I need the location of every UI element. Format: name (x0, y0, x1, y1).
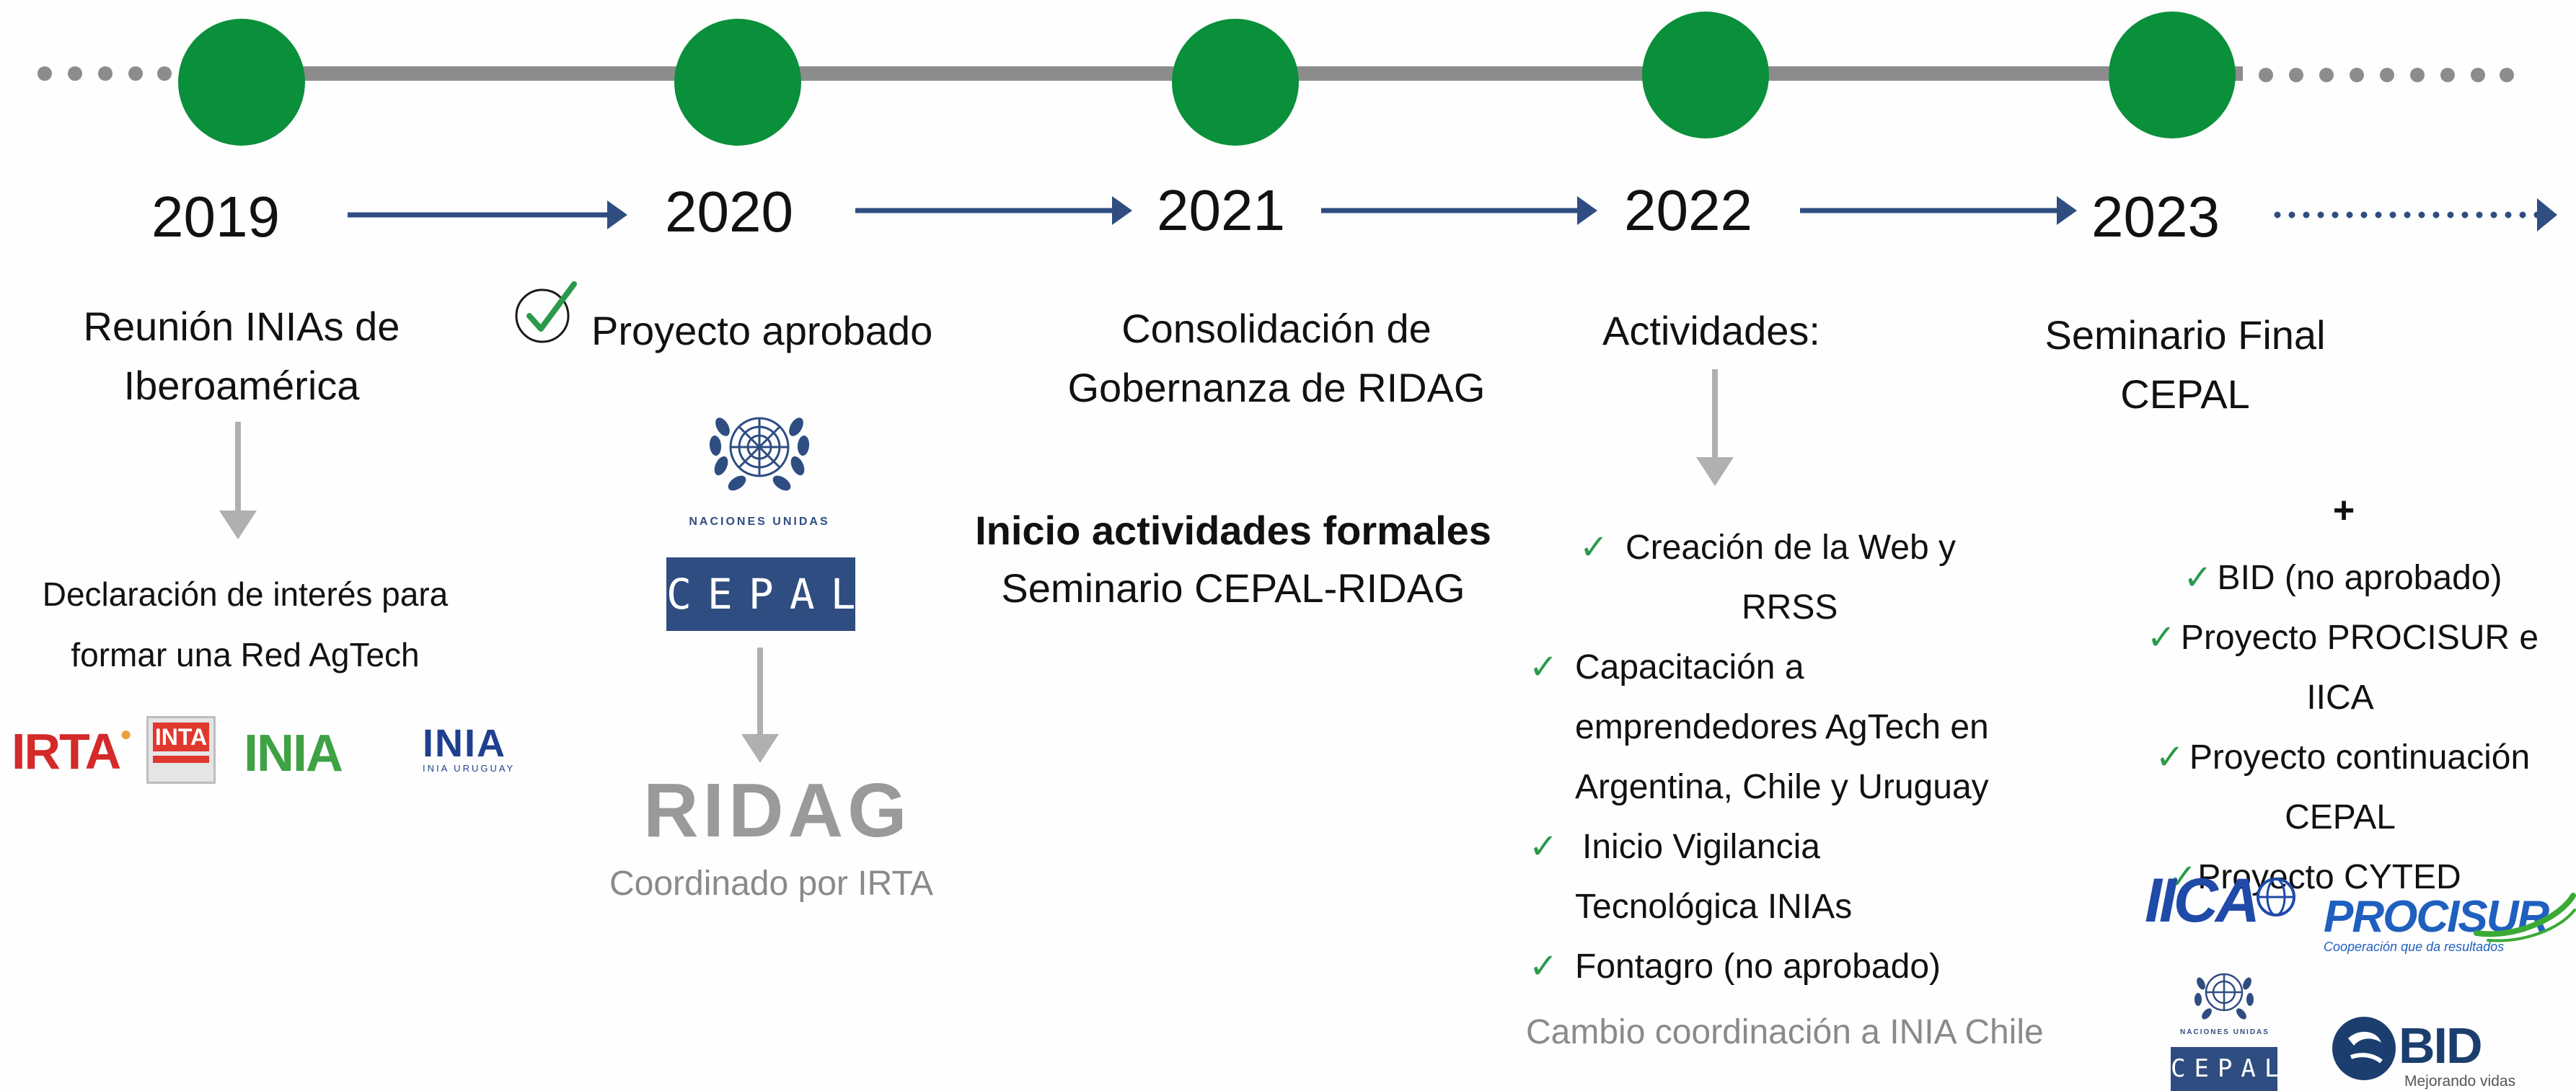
node-2021 (1172, 19, 1299, 146)
irta-logo-text: IRTA (12, 723, 121, 779)
ridag-logo: RIDAG (643, 767, 912, 854)
node-2022 (1642, 12, 1769, 138)
title-2021-line2: Gobernanza de RIDAG (1067, 365, 1486, 410)
list-item: ✓Proyecto CYTED (2080, 847, 2549, 907)
inia-logo-text: INIA (244, 725, 343, 782)
cepal-logo: CEPAL (666, 557, 856, 631)
check-icon: ✓ (1529, 948, 1558, 986)
desc-2019: Declaración de interés para formar una R… (14, 564, 476, 685)
projects-list-2023: ✓BID (no aprobado) ✓Proyecto PROCISUR e … (2106, 548, 2575, 907)
irta-logo: IRTA● (12, 723, 132, 779)
check-icon: ✓ (1529, 828, 1558, 866)
list-item: emprendedores AgTech en (1575, 708, 1989, 746)
title-2021-line1: Consolidación de (1121, 306, 1432, 351)
procisur-swoosh-icon (2474, 893, 2576, 942)
node-2023 (2109, 12, 2236, 138)
list-item: Argentina, Chile y Uruguay (1575, 768, 1989, 806)
arrow-future (2274, 198, 2557, 231)
iica-globe-icon (2257, 878, 2295, 916)
list-item: ✓Creación de la Web y (1529, 518, 1989, 578)
ridag-logo-text: RIDAG (643, 768, 912, 853)
check-icon: ✓ (1579, 529, 1609, 567)
check-icon: ✓ (1529, 648, 1558, 686)
un-label: Naciones Unidas (689, 516, 830, 528)
list-item: ✓Inicio Vigilancia (1529, 817, 1989, 877)
formal-start-bold: Inicio actividades formales (975, 508, 1491, 553)
list-item: CEPAL (2285, 798, 2396, 836)
bid-emblem-icon (2332, 1017, 2396, 1080)
plus-sign: + (2332, 490, 2355, 531)
formal-start-seminar: Seminario CEPAL-RIDAG (1001, 565, 1465, 611)
bid-logo: BID (2399, 1017, 2483, 1074)
inia-uruguay-text: INIA URUGUAY (423, 763, 516, 774)
title-2019-line2: Iberoamérica (123, 363, 360, 408)
desc-2019-line2: formar una Red AgTech (71, 636, 420, 673)
title-2019: Reunión INIAs de Iberoamérica (22, 297, 462, 415)
formal-start-2021: Inicio actividades formales Seminario CE… (945, 502, 1522, 617)
list-item: ✓BID (no aprobado) (2106, 548, 2575, 608)
title-2021: Consolidación de Gobernanza de RIDAG (1031, 299, 1522, 418)
check-icon: ✓ (2146, 619, 2176, 657)
title-2023-line2: CEPAL (2120, 371, 2250, 417)
check-icon: ✓ (2183, 559, 2213, 597)
bid-tagline: Mejorando vidas (2404, 1073, 2516, 1090)
node-2019 (178, 19, 305, 146)
iica-logo-text: IICA (2145, 866, 2260, 935)
title-2022: Actividades: (1602, 308, 1820, 353)
un-label-small: Naciones Unidas (2180, 1028, 2270, 1036)
list-item: IICA (2306, 679, 2374, 717)
un-emblem-icon (709, 417, 810, 491)
inia-logo: INIA (244, 724, 343, 783)
check-icon: ✓ (2168, 858, 2197, 896)
iica-logo: IICA (2145, 865, 2260, 937)
leading-dots (38, 66, 172, 81)
cepal-logo-text: CEPAL (666, 570, 872, 619)
list-item: ✓Capacitación a (1529, 637, 1989, 697)
year-2023: 2023 (2091, 185, 2220, 249)
desc-2019-line1: Declaración de interés para (42, 575, 449, 613)
list-item: RRSS (1742, 588, 1838, 627)
title-2020: Proyecto aprobado (591, 308, 933, 353)
title-2023-line1: Seminario Final (2045, 312, 2326, 358)
list-item: ✓Proyecto continuación (2106, 728, 2575, 787)
un-emblem-small-icon (2195, 973, 2254, 1020)
check-circle-icon (515, 281, 577, 343)
title-2019-line1: Reunión INIAs de (83, 304, 400, 349)
year-2022: 2022 (1624, 178, 1752, 242)
year-2019: 2019 (151, 185, 280, 249)
coordinated-2020: Coordinado por IRTA (609, 865, 934, 903)
cepal-logo-small: CEPAL (2171, 1047, 2279, 1091)
trailing-dots (2259, 68, 2514, 82)
coordination-change-2022: Cambio coordinación a INIA Chile (1526, 1013, 2044, 1051)
year-2021: 2021 (1157, 178, 1285, 242)
activities-list-2022: ✓Creación de la Web y RRSS ✓Capacitación… (1529, 518, 1989, 997)
node-2020 (674, 19, 801, 146)
cepal-logo-small-text: CEPAL (2171, 1054, 2288, 1083)
year-2020: 2020 (665, 180, 793, 244)
list-item: ✓Proyecto PROCISUR e (2106, 608, 2575, 668)
inia-uruguay-logo: INIA INIA URUGUAY (423, 721, 524, 774)
inta-logo: INTA (146, 716, 216, 784)
list-item: Tecnológica INIAs (1575, 888, 1853, 926)
check-icon: ✓ (2155, 738, 2184, 777)
procisur-tagline: Cooperación que da resultados (2324, 940, 2505, 954)
title-2023: Seminario Final CEPAL (1990, 306, 2380, 424)
inta-logo-text: INTA (153, 723, 209, 751)
list-item: ✓Fontagro (no aprobado) (1529, 937, 1989, 997)
